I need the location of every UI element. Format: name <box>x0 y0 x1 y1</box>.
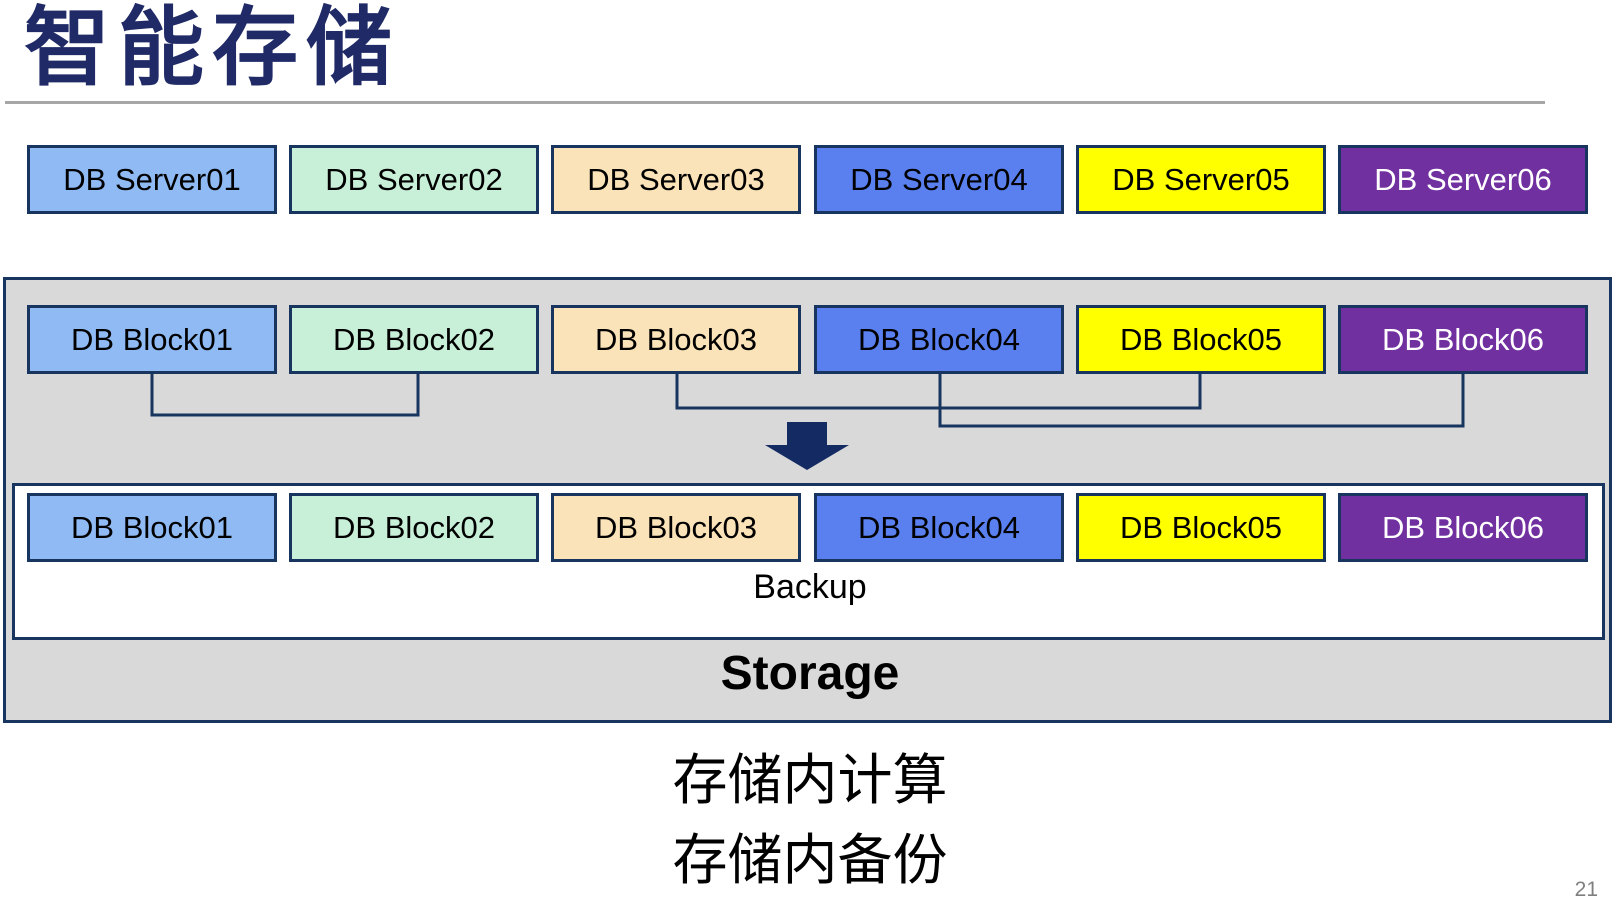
db-block05-backup-box: DB Block05 <box>1076 493 1326 562</box>
caption-line-2: 存储内备份 <box>672 829 948 891</box>
db-block-backup-row: DB Block01 DB Block02 DB Block03 DB Bloc… <box>0 493 1620 563</box>
db-block02-source-box: DB Block02 <box>289 305 539 374</box>
db-server-row: DB Server01 DB Server02 DB Server03 DB S… <box>0 145 1620 215</box>
backup-label: Backup <box>753 568 867 606</box>
db-block-source-row: DB Block01 DB Block02 DB Block03 DB Bloc… <box>0 305 1620 375</box>
db-block05-source-box: DB Block05 <box>1076 305 1326 374</box>
db-block06-source-box: DB Block06 <box>1338 305 1588 374</box>
caption-line-1: 存储内计算 <box>672 749 948 811</box>
db-block04-backup-box: DB Block04 <box>814 493 1064 562</box>
storage-label: Storage <box>720 647 900 700</box>
db-server02-box: DB Server02 <box>289 145 539 214</box>
db-block02-backup-box: DB Block02 <box>289 493 539 562</box>
db-block03-backup-box: DB Block03 <box>551 493 801 562</box>
db-block03-source-box: DB Block03 <box>551 305 801 374</box>
db-server06-box: DB Server06 <box>1338 145 1588 214</box>
db-block01-source-box: DB Block01 <box>27 305 277 374</box>
db-server05-box: DB Server05 <box>1076 145 1326 214</box>
page-title: 智能存储 <box>24 0 400 96</box>
page-number: 21 <box>1574 878 1598 901</box>
db-server01-box: DB Server01 <box>27 145 277 214</box>
caption-text: 存储内计算 存储内备份 <box>0 740 1620 900</box>
db-server03-box: DB Server03 <box>551 145 801 214</box>
db-server04-box: DB Server04 <box>814 145 1064 214</box>
title-divider <box>5 101 1545 104</box>
db-block01-backup-box: DB Block01 <box>27 493 277 562</box>
db-block04-source-box: DB Block04 <box>814 305 1064 374</box>
db-block06-backup-box: DB Block06 <box>1338 493 1588 562</box>
